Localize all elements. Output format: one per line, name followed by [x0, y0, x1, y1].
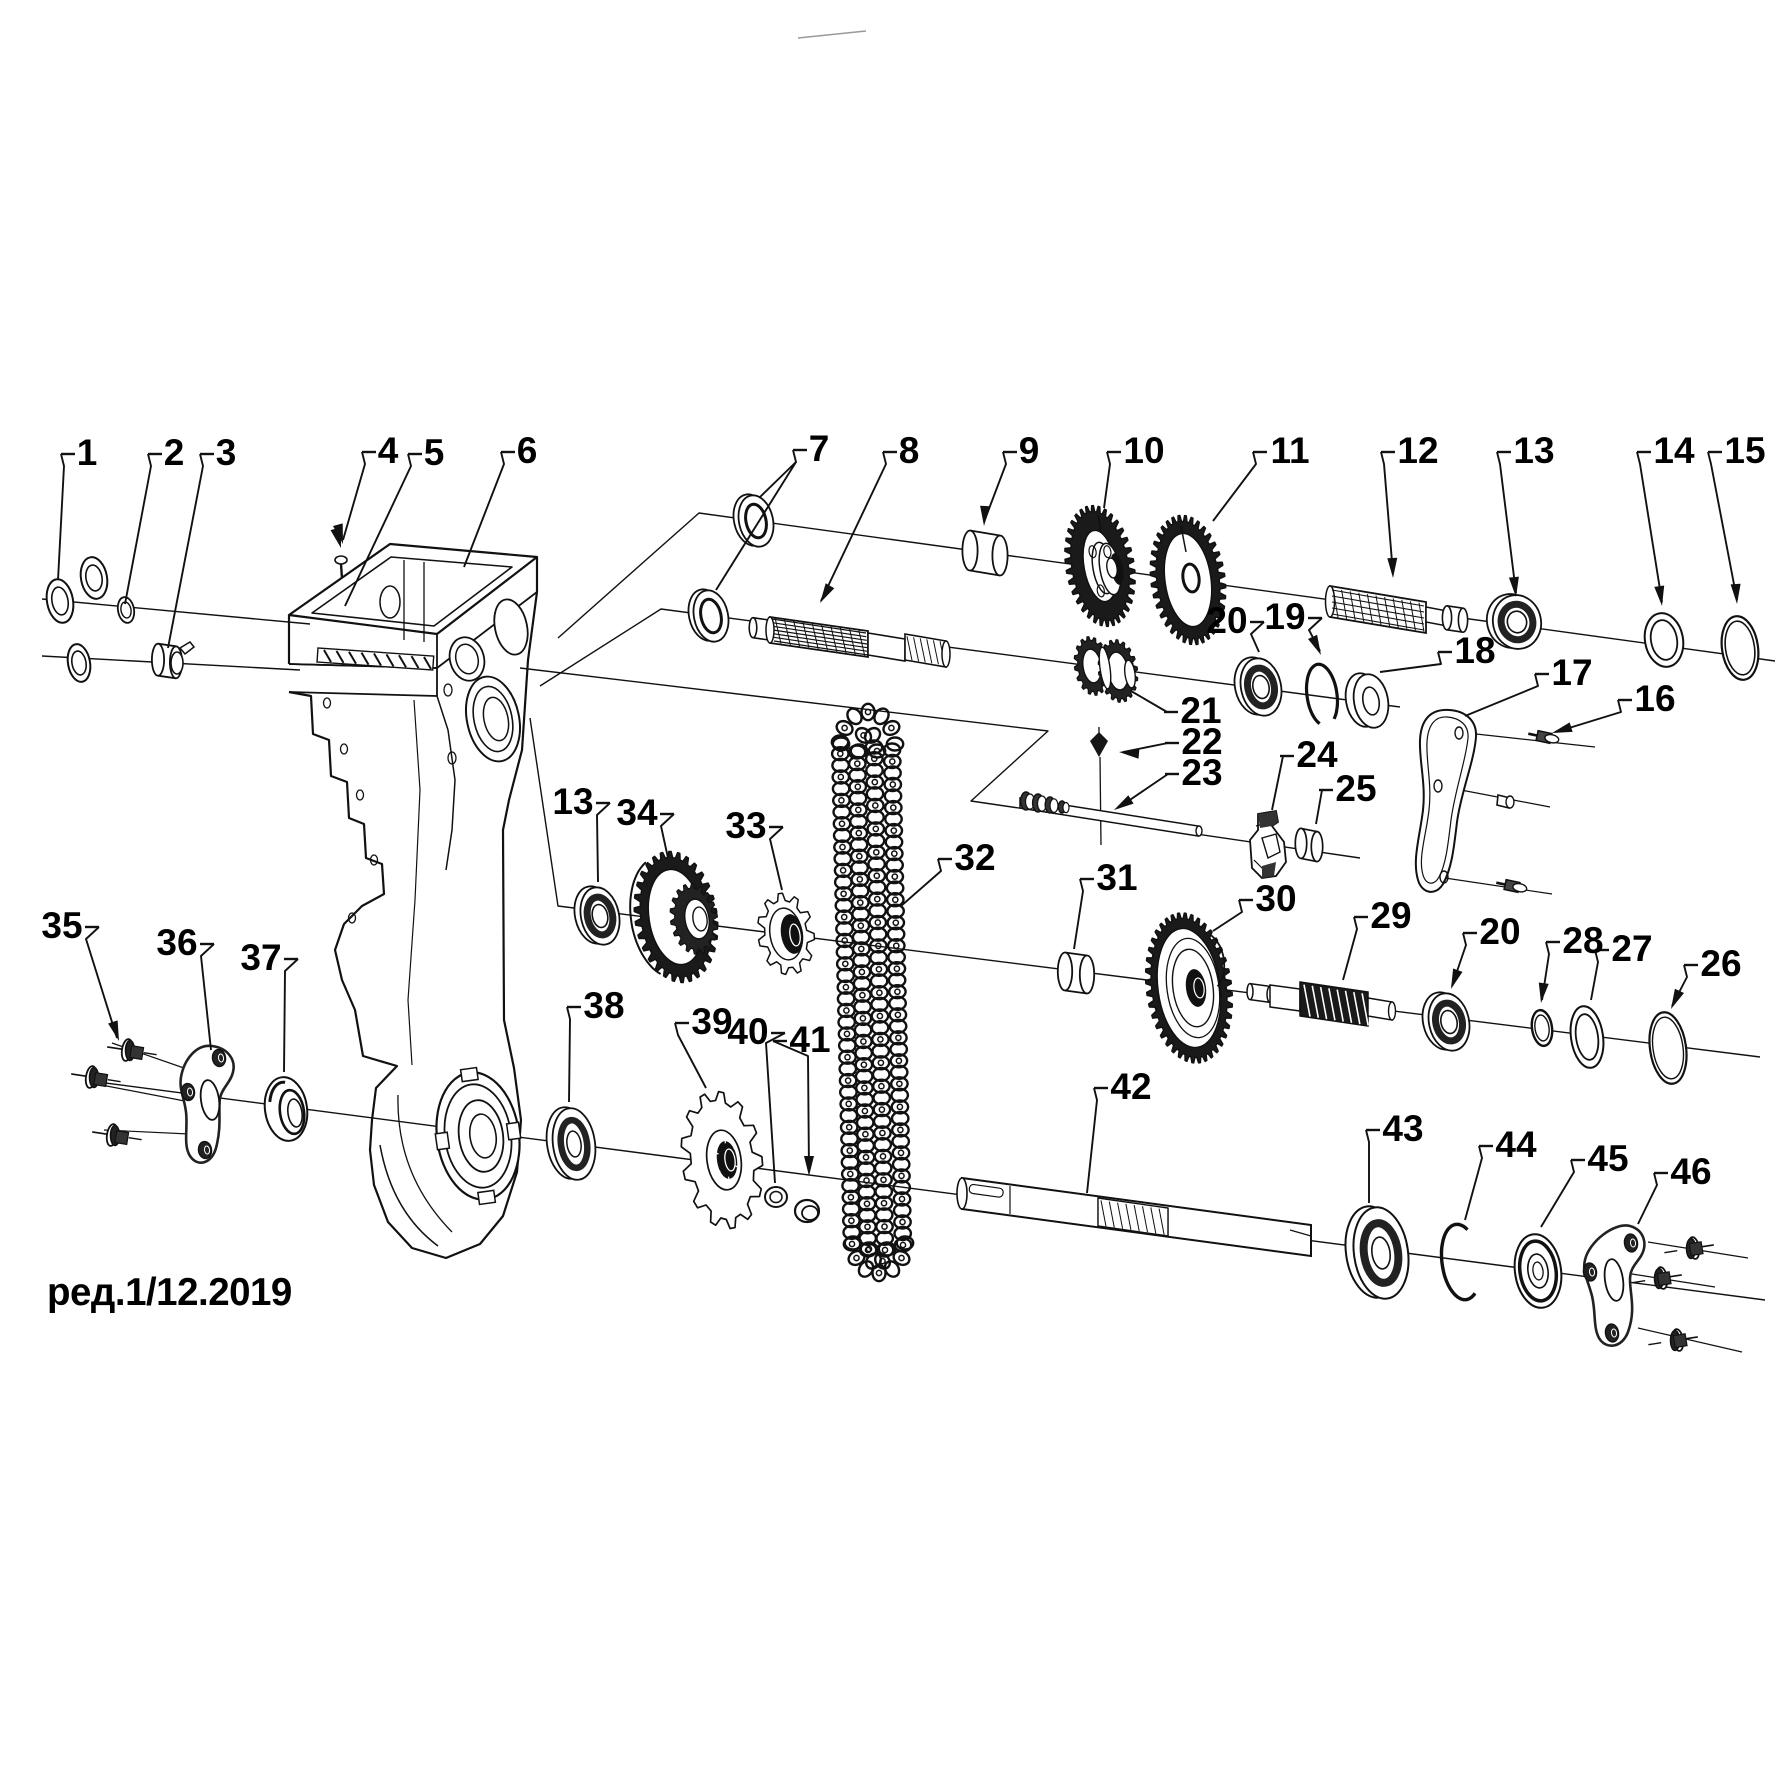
svg-text:ред.1/12.2019: ред.1/12.2019: [47, 1271, 292, 1314]
svg-text:30: 30: [1255, 878, 1296, 919]
svg-text:11: 11: [1270, 430, 1309, 471]
svg-text:27: 27: [1611, 928, 1652, 969]
svg-text:21: 21: [1180, 690, 1221, 731]
svg-text:28: 28: [1562, 920, 1603, 961]
svg-text:4: 4: [378, 430, 399, 471]
svg-text:38: 38: [583, 985, 624, 1026]
svg-text:7: 7: [809, 428, 830, 469]
svg-text:12: 12: [1397, 430, 1438, 471]
svg-text:19: 19: [1264, 596, 1305, 637]
svg-text:36: 36: [156, 922, 197, 963]
svg-text:23: 23: [1181, 752, 1222, 793]
svg-text:17: 17: [1551, 652, 1592, 693]
svg-text:41: 41: [789, 1019, 830, 1060]
svg-text:34: 34: [616, 792, 658, 833]
svg-text:20: 20: [1479, 911, 1520, 952]
svg-text:5: 5: [424, 432, 445, 473]
svg-text:43: 43: [1382, 1108, 1423, 1149]
svg-text:39: 39: [691, 1001, 732, 1042]
svg-text:22: 22: [1181, 721, 1222, 762]
svg-text:10: 10: [1123, 430, 1164, 471]
svg-text:29: 29: [1370, 895, 1411, 936]
svg-text:35: 35: [41, 905, 82, 946]
svg-text:14: 14: [1653, 430, 1695, 471]
svg-text:25: 25: [1335, 768, 1376, 809]
svg-text:16: 16: [1634, 678, 1675, 719]
svg-text:18: 18: [1454, 630, 1495, 671]
svg-text:46: 46: [1670, 1151, 1711, 1192]
svg-text:6: 6: [517, 430, 538, 471]
svg-text:26: 26: [1700, 943, 1741, 984]
svg-text:15: 15: [1724, 430, 1765, 471]
svg-text:1: 1: [77, 432, 98, 473]
svg-text:13: 13: [1513, 430, 1554, 471]
svg-text:13: 13: [552, 781, 593, 822]
svg-text:37: 37: [240, 937, 281, 978]
svg-text:42: 42: [1110, 1066, 1151, 1107]
svg-text:33: 33: [725, 805, 766, 846]
svg-text:32: 32: [954, 837, 995, 878]
svg-text:9: 9: [1019, 430, 1040, 471]
svg-text:8: 8: [899, 430, 920, 471]
svg-text:3: 3: [216, 432, 237, 473]
svg-text:44: 44: [1495, 1124, 1537, 1165]
svg-text:20: 20: [1206, 600, 1247, 641]
svg-text:40: 40: [727, 1011, 768, 1052]
svg-text:45: 45: [1587, 1138, 1628, 1179]
svg-text:31: 31: [1096, 857, 1137, 898]
svg-text:2: 2: [164, 432, 185, 473]
svg-text:24: 24: [1296, 734, 1338, 775]
